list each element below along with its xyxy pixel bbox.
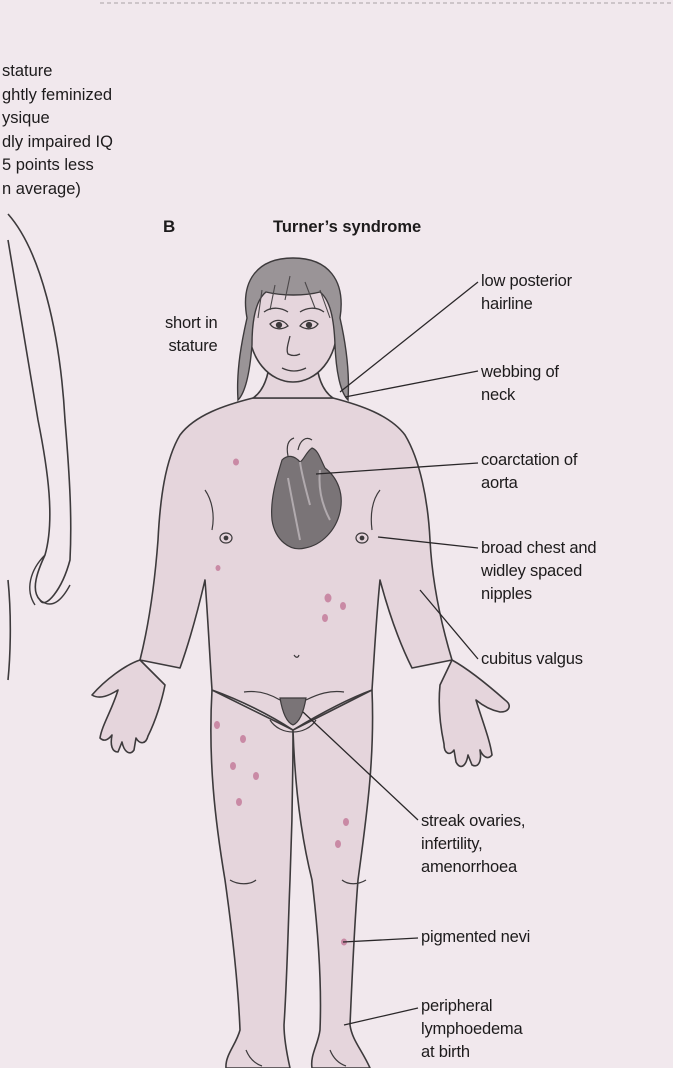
- panel-a-note-3: ysique: [2, 107, 113, 131]
- label-line: widley spaced: [481, 560, 596, 583]
- label-line: low posterior: [481, 270, 572, 293]
- panel-a-note-5: 5 points less: [2, 154, 113, 178]
- label-lymphoedema: peripheral lymphoedema at birth: [421, 995, 522, 1064]
- label-line: pigmented nevi: [421, 926, 530, 949]
- label-line: short in: [165, 312, 218, 335]
- label-broad-chest: broad chest and widley spaced nipples: [481, 537, 596, 606]
- right-hand: [439, 660, 509, 766]
- label-cubitus-valgus: cubitus valgus: [481, 648, 583, 671]
- left-hand: [92, 660, 165, 753]
- label-line: coarctation of: [481, 449, 577, 472]
- label-line: nipples: [481, 583, 596, 606]
- leader-lymphoedema: [344, 1008, 418, 1025]
- label-low-hairline: low posterior hairline: [481, 270, 572, 316]
- right-leg: [293, 690, 373, 1068]
- panel-letter: B: [163, 217, 175, 237]
- label-line: neck: [481, 384, 559, 407]
- label-line: stature: [165, 335, 218, 358]
- panel-a-note-1: stature: [2, 60, 113, 84]
- adjacent-figure-outline: [8, 214, 71, 603]
- label-pigmented-nevi: pigmented nevi: [421, 926, 530, 949]
- panel-a-notes: stature ghtly feminized ysique dly impai…: [2, 60, 113, 201]
- leader-webbing-neck: [345, 371, 478, 397]
- label-line: aorta: [481, 472, 577, 495]
- label-line: peripheral: [421, 995, 522, 1018]
- adjacent-figure-edge: [8, 580, 10, 680]
- label-streak-ovaries: streak ovaries, infertility, amenorrhoea: [421, 810, 525, 879]
- label-line: broad chest and: [481, 537, 596, 560]
- panel-a-note-6: n average): [2, 178, 113, 202]
- label-line: cubitus valgus: [481, 648, 583, 671]
- label-line: hairline: [481, 293, 572, 316]
- left-leg: [211, 690, 293, 1068]
- label-line: lymphoedema: [421, 1018, 522, 1041]
- label-coarctation: coarctation of aorta: [481, 449, 577, 495]
- panel-a-note-2: ghtly feminized: [2, 84, 113, 108]
- diagram-title: Turner’s syndrome: [273, 218, 421, 237]
- label-line: streak ovaries,: [421, 810, 525, 833]
- panel-a-note-4: dly impaired IQ: [2, 131, 113, 155]
- label-line: amenorrhoea: [421, 856, 525, 879]
- label-line: infertility,: [421, 833, 525, 856]
- label-line: webbing of: [481, 361, 559, 384]
- torso: [140, 398, 452, 730]
- label-webbing-neck: webbing of neck: [481, 361, 559, 407]
- label-line: at birth: [421, 1041, 522, 1064]
- label-short-stature: short in stature: [165, 312, 218, 358]
